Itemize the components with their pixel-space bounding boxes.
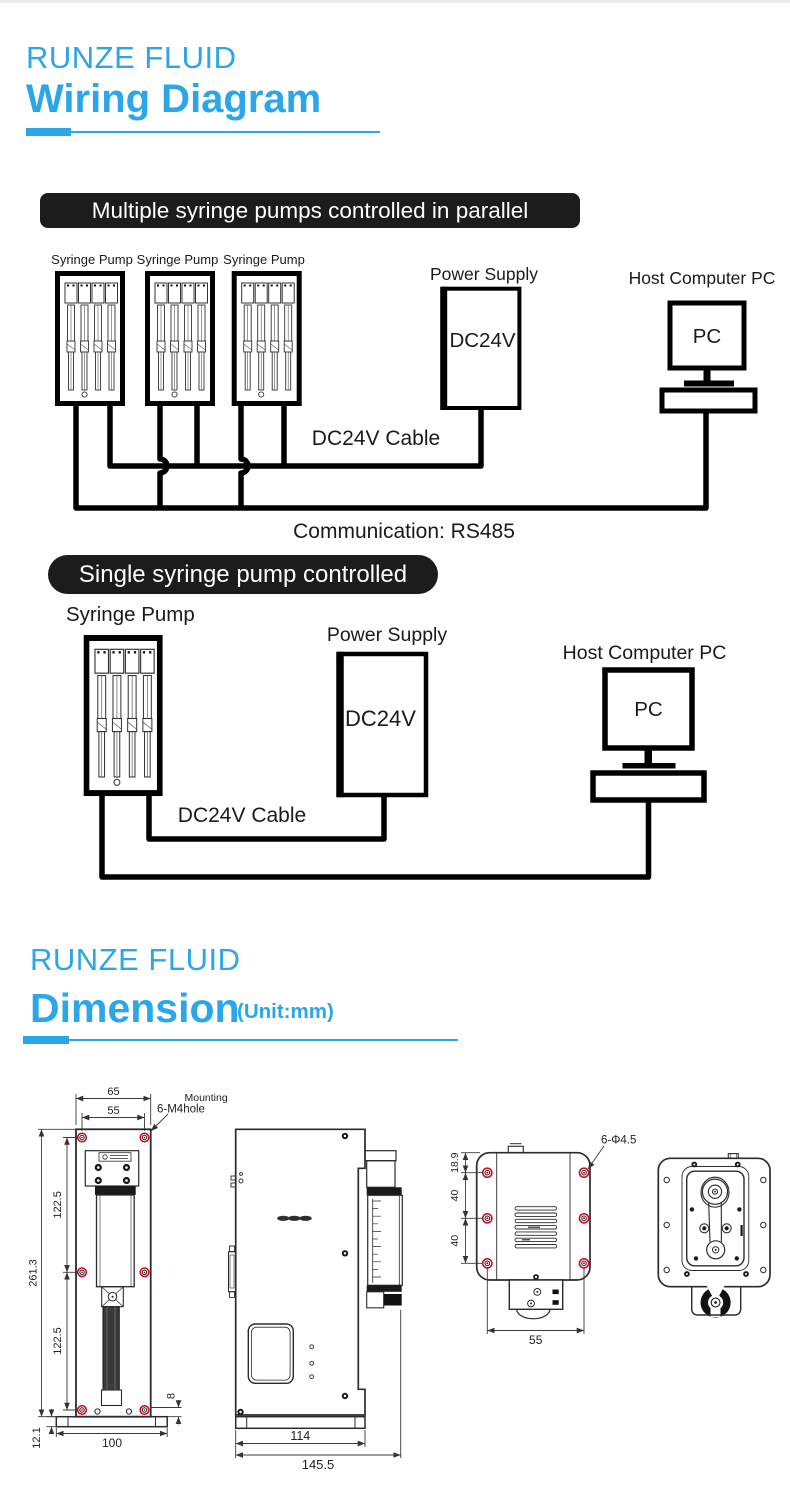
diagram-single-pump: Syringe Pump Power Supply DC24V Host Com…	[66, 603, 727, 880]
syringe-pump-illustration-3	[234, 274, 299, 404]
dim-18-9: 18.9	[449, 1152, 461, 1173]
section-badge-multiple-pumps: Multiple syringe pumps controlled in par…	[40, 193, 580, 228]
power-supply-value: DC24V	[449, 329, 515, 352]
power-supply-multi: Power Supply DC24V	[430, 264, 538, 411]
dim-12-1: 12.1	[31, 1427, 43, 1448]
top-belt-drive	[699, 1176, 743, 1260]
dc24v-cable-label: DC24V Cable	[312, 427, 440, 450]
pump-label-1: Syringe Pump	[51, 252, 133, 267]
front-mounting-holes	[76, 1132, 150, 1416]
monitor-base-2	[622, 763, 676, 769]
dim-55: 55	[107, 1105, 119, 1117]
power-supply-box	[441, 286, 522, 411]
communication-label: Communication: RS485	[293, 520, 515, 543]
monitor-stand	[703, 368, 711, 381]
page-title-wiring-diagram: Wiring Diagram	[26, 77, 322, 121]
side-dim-lines	[235, 1310, 402, 1458]
dim-top-view	[657, 1153, 771, 1318]
dc24v-cable-label-2: DC24V Cable	[178, 804, 306, 827]
dim-261-3: 261.3	[28, 1259, 40, 1287]
side-body	[234, 1128, 366, 1416]
page-title-dimension: Dimension	[30, 985, 240, 1031]
dim-122-5-upper: 122.5	[52, 1191, 64, 1219]
section-badge-single-pump: Single syringe pump controlled	[48, 555, 438, 594]
back-dim-lines	[461, 1145, 605, 1334]
note-6-phi4-5: 6-Φ4.5	[601, 1135, 636, 1147]
side-base-plate	[234, 1415, 366, 1430]
top-valve-clamp	[691, 1284, 742, 1318]
keyboard-2	[590, 770, 707, 803]
dim-145-5: 145.5	[302, 1457, 335, 1472]
dimension-underline-thin	[23, 1039, 458, 1041]
front-dim-lines	[38, 1094, 182, 1437]
dim-front-view: 65 55 Mounting 6-M4hole 261.3 122.5 122.…	[28, 1086, 228, 1450]
power-supply-single: Power Supply DC24V	[327, 624, 448, 798]
pc-text: PC	[693, 325, 722, 348]
dim-back-view: 18.9 40 40 55 6-Φ4.5	[449, 1135, 636, 1348]
title-underline-thin	[26, 131, 380, 133]
comm-cable-single	[99, 796, 652, 880]
syringe-pump-illustration-1	[58, 274, 123, 404]
top-inner-housing	[686, 1170, 745, 1267]
brand-runze-fluid: RUNZE FLUID	[26, 40, 237, 75]
keyboard	[659, 387, 758, 414]
wires-multi	[73, 406, 709, 511]
host-pc-label-2: Host Computer PC	[563, 642, 727, 664]
host-pc-multi: Host Computer PC PC	[629, 268, 776, 414]
power-supply-label-2: Power Supply	[327, 624, 448, 646]
back-dim-texts: 18.9 40 40 55 6-Φ4.5	[449, 1135, 636, 1348]
dim-100: 100	[102, 1436, 122, 1450]
pump-label-2: Syringe Pump	[137, 252, 219, 267]
rs485-bus	[73, 406, 709, 511]
side-dim-texts: 114 145.5	[290, 1429, 334, 1472]
front-dim-texts: 65 55 Mounting 6-M4hole 261.3 122.5 122.…	[28, 1086, 228, 1450]
diagram-multiple-pumps: Syringe Pump Syringe Pump Syringe Pump P…	[51, 252, 775, 543]
pump-label-single: Syringe Pump	[66, 603, 195, 626]
top-plate-holes	[663, 1176, 767, 1274]
brand-runze-fluid-2: RUNZE FLUID	[30, 942, 241, 977]
back-vents	[514, 1206, 558, 1249]
pc-text-2: PC	[634, 698, 663, 721]
dim-40-upper: 40	[449, 1190, 461, 1202]
dim-55-back: 55	[529, 1333, 543, 1347]
syringe-pump-illustration-2	[148, 274, 213, 404]
dim-65: 65	[107, 1086, 119, 1098]
dimension-unit-label: (Unit:mm)	[237, 1000, 334, 1023]
monitor-stand-2	[644, 748, 652, 763]
host-pc-single: Host Computer PC PC	[563, 642, 727, 803]
note-6m4hole: 6-M4hole	[157, 1104, 205, 1116]
back-mounting-holes	[481, 1167, 590, 1269]
dim-122-5-lower: 122.5	[52, 1327, 64, 1355]
pump-label-3: Syringe Pump	[223, 252, 305, 267]
side-syringe	[364, 1150, 403, 1309]
note-mounting: Mounting	[185, 1092, 228, 1104]
dim-8: 8	[166, 1393, 178, 1399]
side-cutout	[247, 1323, 295, 1384]
dim-114: 114	[290, 1429, 310, 1443]
host-pc-label: Host Computer PC	[629, 268, 776, 288]
dc24v-cable-single	[146, 796, 387, 842]
front-base-plate	[55, 1415, 168, 1428]
monitor-base	[684, 380, 734, 387]
syringe-pump-illustration-single	[87, 638, 160, 793]
dc24v-bus	[107, 406, 484, 469]
power-supply-value-2: DC24V	[345, 706, 416, 731]
dim-side-view: 114 145.5	[228, 1128, 403, 1472]
wires-single	[99, 796, 652, 880]
top-border	[0, 0, 790, 3]
power-supply-label: Power Supply	[430, 264, 538, 284]
dim-40-lower: 40	[449, 1235, 461, 1247]
